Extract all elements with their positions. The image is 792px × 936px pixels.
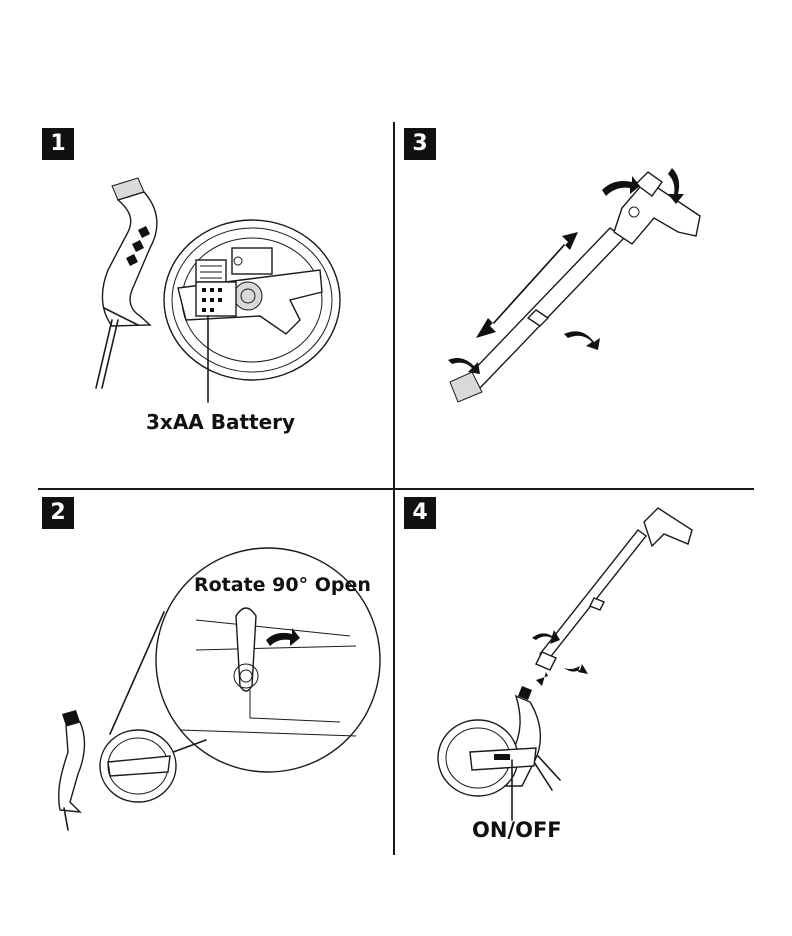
telescoping-handle-icon <box>450 172 700 402</box>
measuring-wheel-icon <box>438 508 692 796</box>
measuring-wheel-icon <box>59 710 176 830</box>
battery-label: 3xAA Battery <box>146 410 295 434</box>
step-2-illustration <box>0 490 390 850</box>
step-3-illustration <box>396 120 756 480</box>
rotate-label: Rotate 90° Open <box>194 574 371 596</box>
step-4-illustration <box>396 490 756 850</box>
onoff-label: ON/OFF <box>472 818 562 842</box>
